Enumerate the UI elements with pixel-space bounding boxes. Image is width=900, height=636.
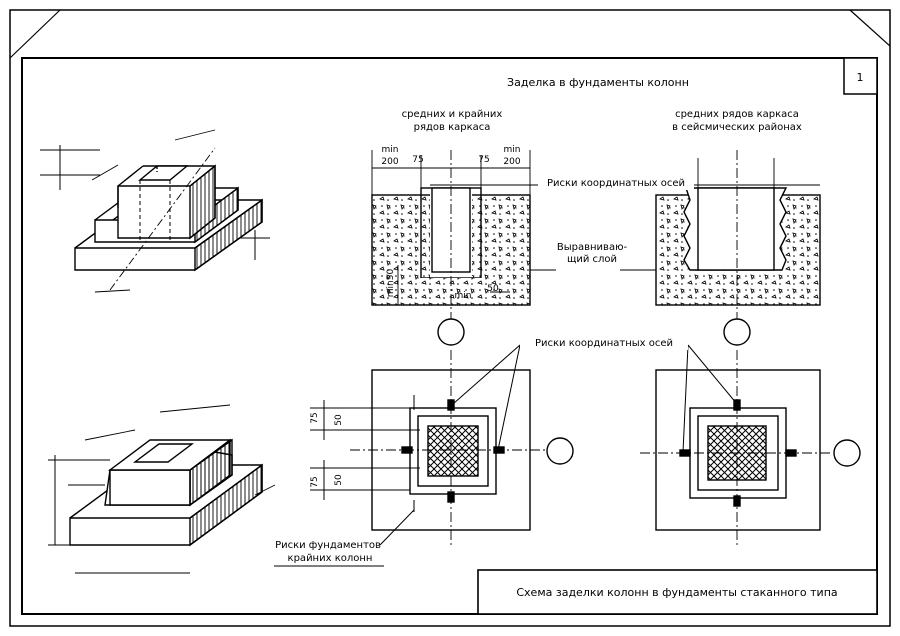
dim-200-right: 200: [503, 157, 520, 167]
section-right: [620, 150, 821, 346]
leveling-line1: Выравниваю-: [557, 242, 628, 253]
dim-min-bottom: min: [455, 291, 472, 301]
drawing-frame: [21, 57, 878, 615]
foundation-marks-line2: крайних колонн: [288, 553, 373, 564]
plan-dim-50-bottom: 50: [334, 474, 344, 486]
dim-200-left: 200: [381, 157, 398, 167]
dim-75-right: 75: [478, 155, 489, 165]
dim-min-left: min: [382, 145, 399, 155]
sheet-frame: [9, 9, 891, 627]
axis-marks-mid-label: Риски координатных осей: [535, 338, 673, 349]
section-left: [371, 150, 640, 346]
sheet-number: 1: [857, 71, 864, 84]
col-right-line1: средних рядов каркаса: [675, 109, 799, 120]
frame-corner: [9, 9, 61, 59]
dim-50-bottom: 50: [487, 284, 499, 294]
axis-mid-label-bg: [520, 334, 688, 350]
col-left-line1: средних и крайних: [402, 109, 503, 120]
col-left-line2: рядов каркаса: [414, 122, 491, 133]
dim-min50: min50: [386, 269, 396, 298]
plan-left: [310, 350, 574, 545]
plan-right: [640, 350, 861, 545]
dim-75-left: 75: [412, 155, 423, 165]
sheet-number-box: [843, 57, 878, 95]
leader-lines: [379, 344, 738, 546]
heading: Заделка в фундаменты колонн: [507, 76, 689, 89]
dim-min-right: min: [504, 145, 521, 155]
axis-marks-top-label: Риски координатных осей: [547, 178, 685, 189]
plan-dim-75-bottom: 75: [310, 476, 320, 487]
axis-label-bg: [538, 174, 694, 190]
title-block-text: Схема заделки колонн в фундаменты стакан…: [516, 586, 837, 599]
col-right-line2: в сейсмических районах: [672, 122, 802, 133]
title-block: [477, 569, 878, 615]
plan-dim-75-top: 75: [310, 412, 320, 423]
foundation-marks-line1: Риски фундаментов: [275, 540, 381, 551]
isometric-stepped-foundation: [40, 129, 270, 293]
isometric-tapered-foundation: [48, 404, 276, 574]
plan-dim-50-top: 50: [334, 414, 344, 426]
leveling-line2: щий слой: [567, 254, 617, 265]
